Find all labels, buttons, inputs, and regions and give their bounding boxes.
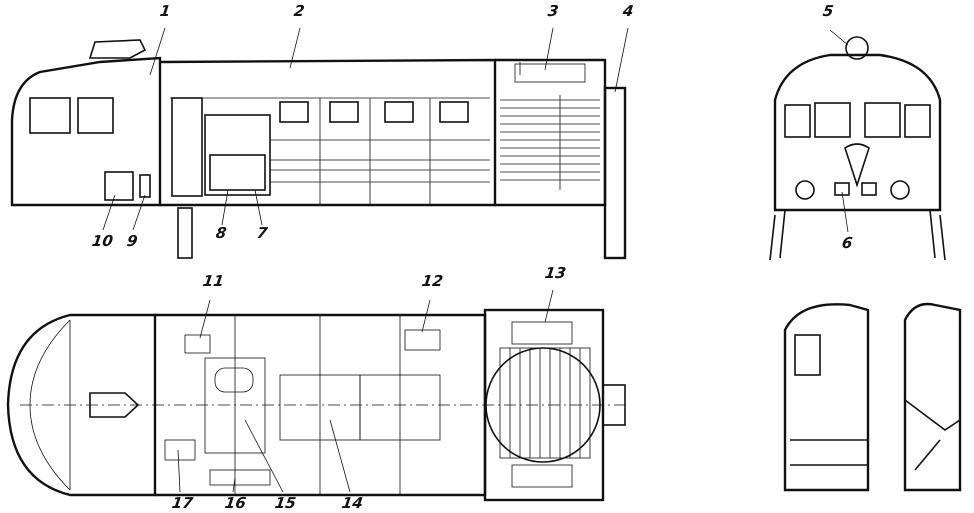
front-view bbox=[769, 36, 946, 261]
callout-13: 13 bbox=[543, 264, 568, 282]
leader-lines bbox=[102, 27, 849, 493]
callout-12: 12 bbox=[420, 272, 445, 290]
side-view bbox=[10, 39, 627, 260]
callout-14: 14 bbox=[340, 494, 365, 512]
callout-11: 11 bbox=[201, 272, 226, 290]
callout-16: 16 bbox=[223, 494, 248, 512]
callout-17: 17 bbox=[170, 494, 195, 512]
callout-10: 10 bbox=[90, 232, 115, 250]
cab-side-views bbox=[783, 302, 962, 492]
callout-15: 15 bbox=[273, 494, 298, 512]
top-view bbox=[6, 308, 626, 502]
